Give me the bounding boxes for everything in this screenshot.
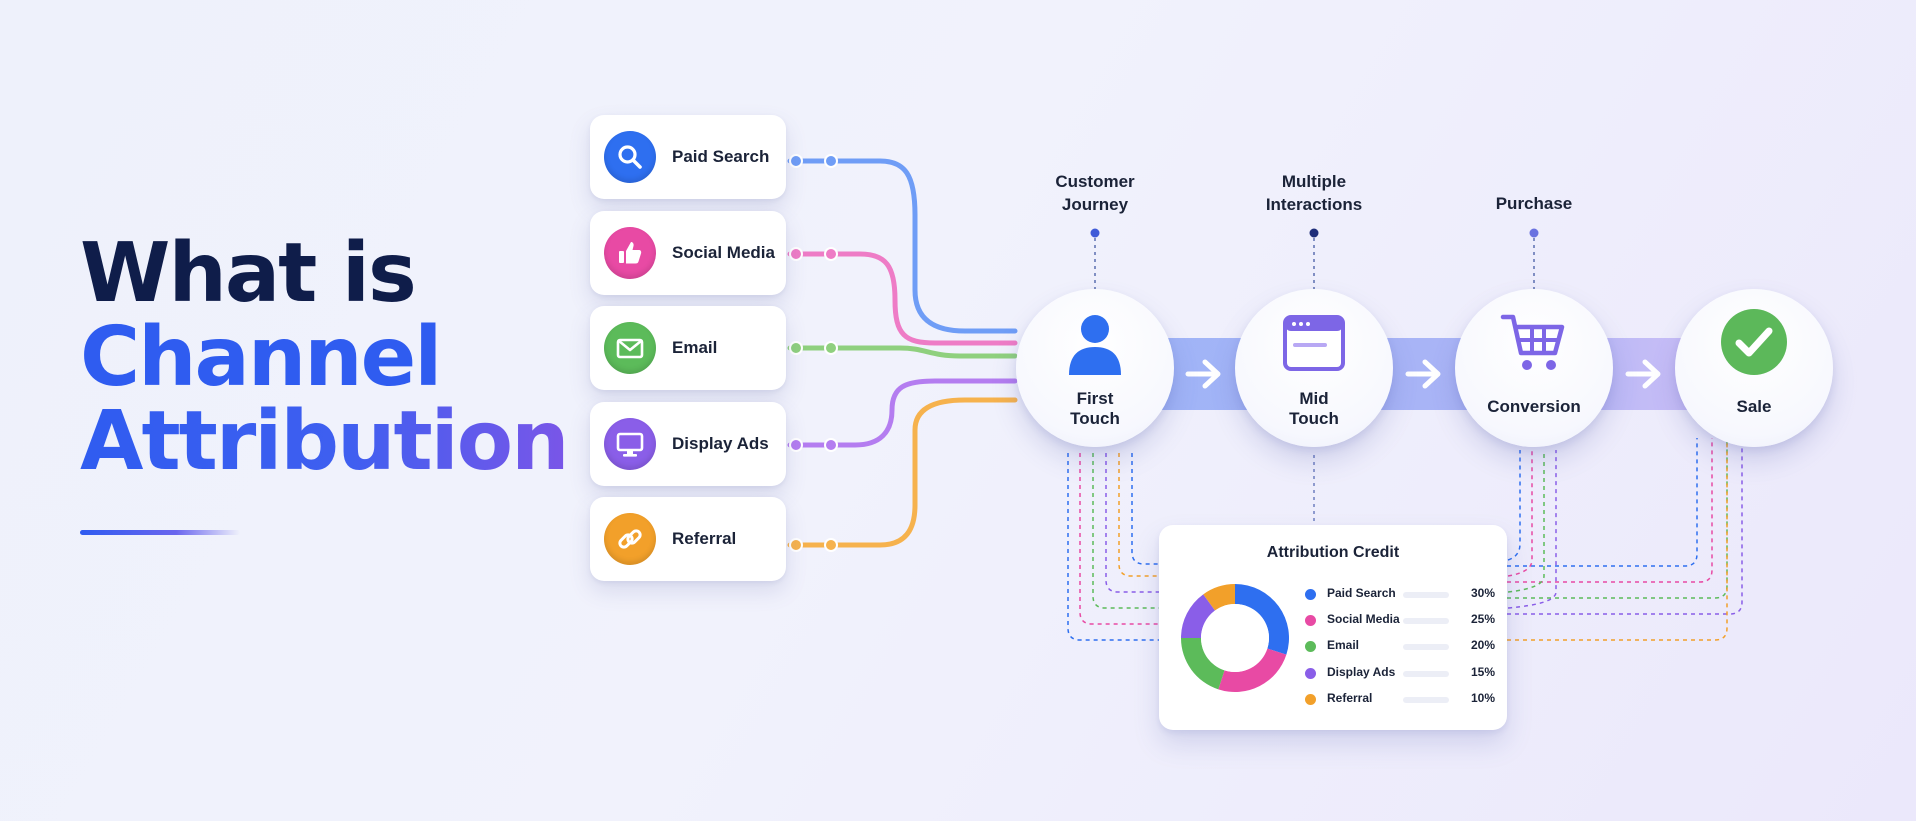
wire-social-media	[787, 251, 1018, 346]
legend-name: Paid Search	[1327, 586, 1396, 600]
legend-bar	[1403, 671, 1449, 677]
donut-slice-email	[1181, 638, 1225, 690]
legend-bar	[1403, 618, 1449, 624]
dashed-lines-conversion-sale	[1507, 438, 1743, 641]
monitor-icon	[604, 418, 656, 470]
stage-stem-lines	[1094, 238, 1535, 525]
channel-label: Display Ads	[672, 434, 769, 453]
channel-label: Social Media	[672, 243, 775, 262]
channel-card-social-media[interactable]: Social Media	[590, 211, 786, 295]
node-sale[interactable]: Sale	[1675, 289, 1833, 447]
title-line-2: Channel	[80, 310, 442, 405]
legend-name: Display Ads	[1327, 665, 1396, 679]
channel-card-display-ads[interactable]: Display Ads	[590, 402, 786, 486]
dashed-lines-first-touch	[1067, 453, 1159, 641]
legend-percent: 30%	[1470, 586, 1495, 600]
legend-bar	[1403, 592, 1449, 598]
flow-arrow-icon	[1185, 359, 1221, 389]
magnifier-icon	[604, 131, 656, 183]
legend-dot	[1305, 615, 1316, 626]
legend-name: Social Media	[1327, 612, 1400, 626]
credit-title: Attribution Credit	[1266, 544, 1400, 561]
legend-row-referral: Referral 10%	[1305, 690, 1495, 708]
check-icon	[1721, 309, 1787, 375]
thumbs-up-icon	[604, 227, 656, 279]
legend-percent: 20%	[1470, 638, 1495, 652]
stage-dots	[1090, 228, 1539, 238]
envelope-icon	[604, 322, 656, 374]
legend-dot	[1305, 641, 1316, 652]
channel-card-email[interactable]: Email	[590, 306, 786, 390]
legend-percent: 25%	[1470, 612, 1495, 626]
person-icon	[1069, 315, 1121, 375]
donut-slice-referral	[1203, 584, 1235, 611]
legend-dot	[1305, 668, 1316, 679]
title-underline	[80, 530, 240, 535]
legend-row-social-media: Social Media 25%	[1305, 611, 1495, 629]
browser-window-icon	[1283, 315, 1345, 371]
node-label: Conversion	[1487, 397, 1581, 416]
title-line-1: What is	[80, 226, 417, 321]
donut-slice-display-ads	[1181, 594, 1216, 638]
wire-referral	[787, 397, 1018, 548]
legend-bar	[1403, 644, 1449, 650]
legend-name: Email	[1327, 638, 1360, 652]
donut-slice-social-media	[1218, 648, 1287, 692]
legend-row-email: Email 20%	[1305, 637, 1495, 655]
node-label: Sale	[1736, 397, 1772, 416]
wire-display-ads	[787, 378, 1018, 448]
wire-dots	[789, 154, 838, 552]
link-icon	[604, 513, 656, 565]
legend-dot	[1305, 694, 1316, 705]
attribution-donut-chart	[1181, 584, 1289, 692]
attribution-credit-card: Attribution Credit Paid Search 30% Socia…	[1159, 525, 1507, 730]
flow-arrow-icon	[1405, 359, 1441, 389]
wire-paid-search	[787, 158, 1018, 334]
flow-arrow-icon	[1625, 359, 1661, 389]
wire-email	[787, 345, 1018, 359]
legend-dot	[1305, 589, 1316, 600]
node-conversion[interactable]: Conversion	[1455, 289, 1613, 447]
legend-name: Referral	[1327, 691, 1373, 705]
channel-label: Referral	[672, 529, 737, 548]
legend-bar	[1403, 697, 1449, 703]
channel-card-referral[interactable]: Referral	[590, 497, 786, 581]
legend-row-display-ads: Display Ads 15%	[1305, 664, 1495, 682]
donut-slice-paid-search	[1235, 584, 1289, 655]
page-title: What is Channel Attribution	[80, 226, 569, 489]
stage-label-purchase: Purchase	[1495, 194, 1573, 213]
channel-label: Email	[672, 338, 718, 357]
title-line-3: Attribution	[80, 394, 569, 489]
legend-percent: 10%	[1470, 691, 1495, 705]
legend-percent: 15%	[1470, 665, 1495, 679]
shopping-cart-icon	[1500, 314, 1565, 370]
channel-card-paid-search[interactable]: Paid Search	[590, 115, 786, 199]
donut-hole	[1201, 604, 1269, 672]
legend-row-paid-search: Paid Search 30%	[1305, 585, 1495, 603]
channel-label: Paid Search	[672, 147, 770, 166]
